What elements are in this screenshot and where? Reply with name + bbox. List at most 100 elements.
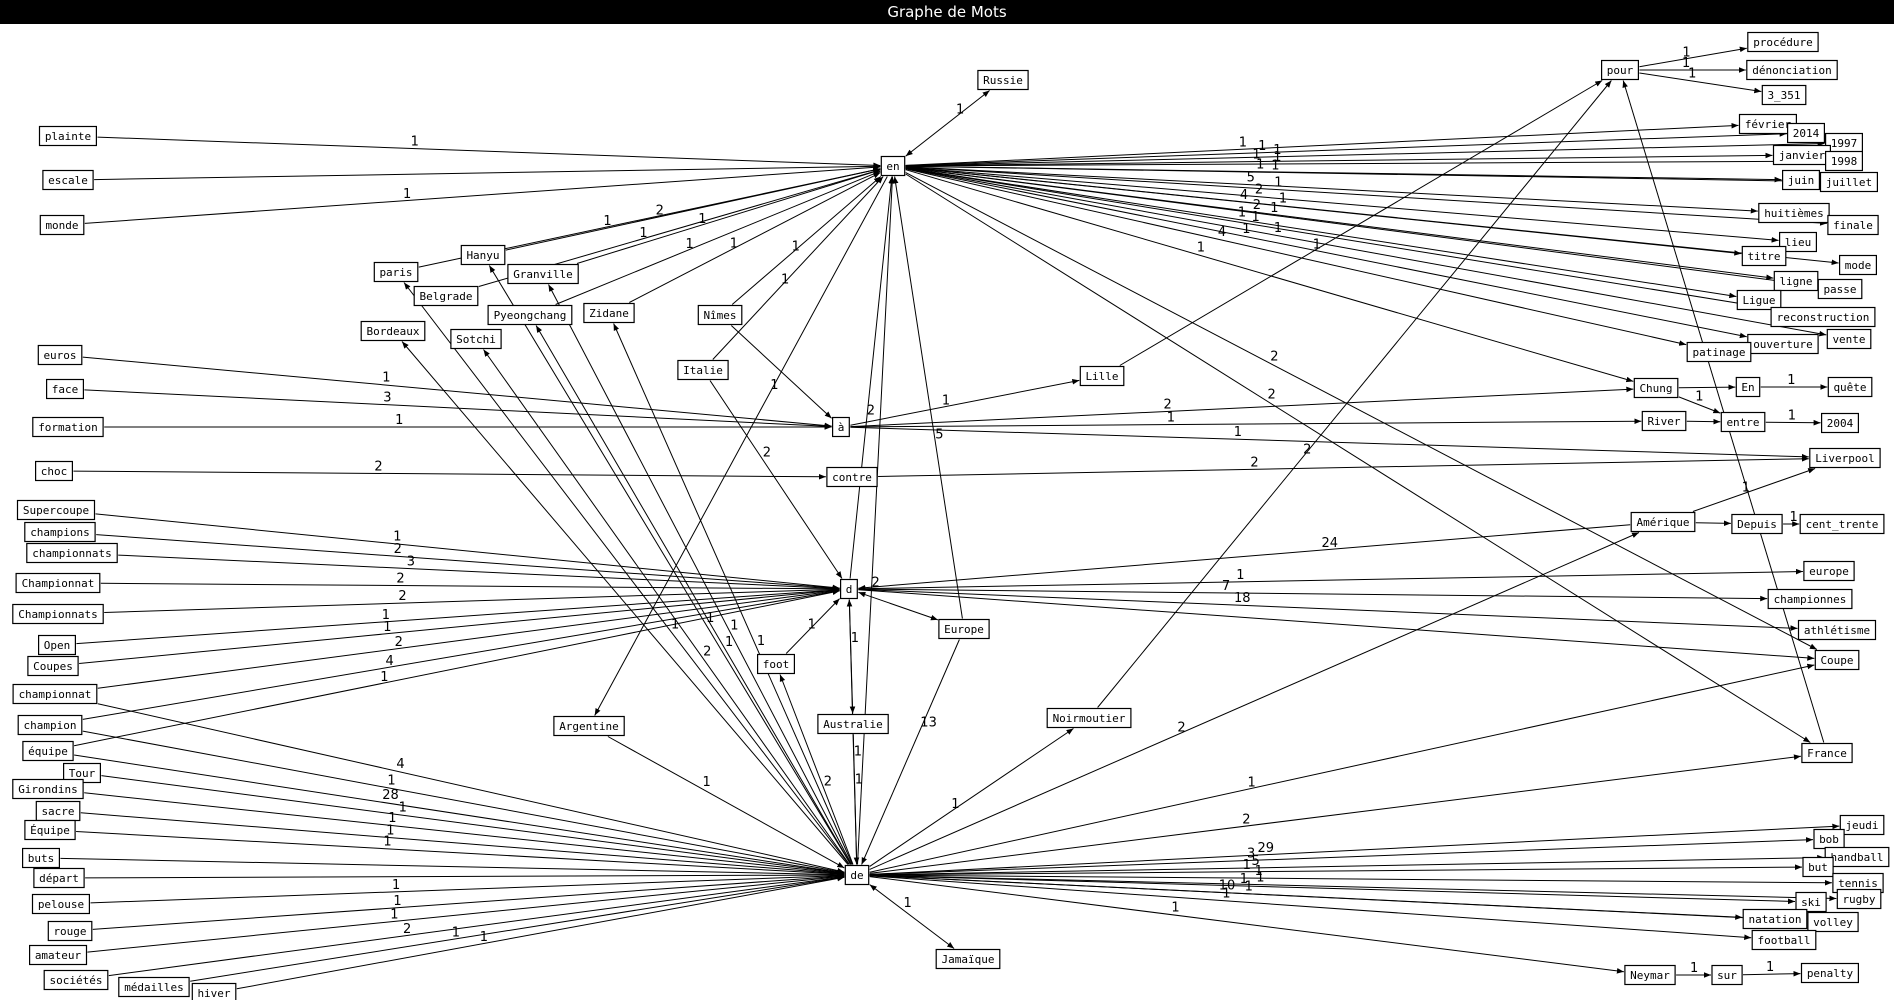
node-championnes[interactable]: championnes bbox=[1767, 588, 1853, 610]
node-Australie[interactable]: Australie bbox=[817, 713, 889, 735]
node-Neymar[interactable]: Neymar bbox=[1624, 964, 1676, 986]
node-Noirmoutier[interactable]: Noirmoutier bbox=[1046, 707, 1132, 729]
node-pelouse[interactable]: pelouse bbox=[31, 893, 91, 915]
node-d[interactable]: d bbox=[839, 578, 858, 600]
node-procedure[interactable]: procédure bbox=[1747, 31, 1819, 53]
node-Sotchi[interactable]: Sotchi bbox=[450, 328, 502, 350]
node-europe[interactable]: europe bbox=[1803, 560, 1855, 582]
node-fevrier[interactable]: février bbox=[1738, 113, 1798, 135]
node-Nimes[interactable]: Nîmes bbox=[697, 304, 743, 326]
node-Europe[interactable]: Europe bbox=[938, 618, 990, 640]
node-championnat[interactable]: championnat bbox=[12, 683, 98, 705]
node-jeudi[interactable]: jeudi bbox=[1839, 814, 1885, 836]
node-choc[interactable]: choc bbox=[34, 460, 73, 482]
node-equipe[interactable]: équipe bbox=[22, 740, 74, 762]
node-Hanyu[interactable]: Hanyu bbox=[460, 244, 506, 266]
node-formation[interactable]: formation bbox=[32, 416, 104, 438]
node-y1997[interactable]: 1997 bbox=[1824, 132, 1863, 154]
node-Zidane[interactable]: Zidane bbox=[583, 302, 635, 324]
node-Bordeaux[interactable]: Bordeaux bbox=[360, 320, 426, 342]
node-juillet[interactable]: juillet bbox=[1819, 171, 1879, 193]
node-athletisme[interactable]: athlétisme bbox=[1797, 619, 1877, 641]
node-y1998[interactable]: 1998 bbox=[1824, 150, 1863, 172]
node-Italie[interactable]: Italie bbox=[677, 359, 729, 381]
node-but[interactable]: but bbox=[1802, 856, 1834, 878]
node-Championnats[interactable]: Championnats bbox=[12, 603, 104, 625]
node-huitiemes[interactable]: huitièmes bbox=[1758, 202, 1830, 224]
node-lieu[interactable]: lieu bbox=[1778, 231, 1817, 253]
node-Tour[interactable]: Tour bbox=[62, 762, 101, 784]
node-Granville[interactable]: Granville bbox=[507, 263, 579, 285]
node-Chung[interactable]: Chung bbox=[1633, 377, 1679, 399]
node-de[interactable]: de bbox=[844, 864, 870, 886]
node-River[interactable]: River bbox=[1641, 410, 1687, 432]
node-Amerique[interactable]: Amérique bbox=[1630, 511, 1696, 533]
node-Argentine[interactable]: Argentine bbox=[553, 715, 625, 737]
node-ligne[interactable]: ligne bbox=[1773, 270, 1819, 292]
node-pour[interactable]: pour bbox=[1600, 59, 1639, 81]
node-Equipe[interactable]: Équipe bbox=[24, 819, 76, 841]
node-vente[interactable]: vente bbox=[1826, 328, 1872, 350]
node-ouverture[interactable]: ouverture bbox=[1747, 333, 1819, 355]
node-amateur[interactable]: amateur bbox=[29, 944, 88, 966]
node-Coupe[interactable]: Coupe bbox=[1814, 649, 1860, 671]
node-sur[interactable]: sur bbox=[1711, 964, 1743, 986]
node-euros[interactable]: euros bbox=[37, 344, 83, 366]
node-medailles[interactable]: médailles bbox=[118, 976, 190, 998]
node-sacre[interactable]: sacre bbox=[35, 800, 81, 822]
node-handball[interactable]: handball bbox=[1824, 846, 1890, 868]
node-champions[interactable]: champions bbox=[24, 521, 96, 543]
node-societes[interactable]: sociétés bbox=[43, 969, 109, 991]
node-monde[interactable]: monde bbox=[39, 214, 85, 236]
node-Ligue[interactable]: Ligue bbox=[1736, 289, 1782, 311]
node-patinage[interactable]: patinage bbox=[1686, 341, 1752, 363]
node-rugby[interactable]: rugby bbox=[1836, 888, 1882, 910]
node-penalty[interactable]: penalty bbox=[1800, 962, 1860, 984]
node-s351[interactable]: 3_351 bbox=[1761, 84, 1807, 106]
node-football[interactable]: football bbox=[1751, 929, 1817, 951]
node-y2014[interactable]: 2014 bbox=[1786, 122, 1825, 144]
node-passe[interactable]: passe bbox=[1817, 278, 1863, 300]
node-face[interactable]: face bbox=[45, 378, 84, 400]
node-championnats[interactable]: championnats bbox=[26, 542, 118, 564]
node-Coupes[interactable]: Coupes bbox=[27, 655, 79, 677]
node-titre[interactable]: titre bbox=[1741, 245, 1787, 267]
node-a[interactable]: à bbox=[831, 416, 850, 438]
node-escale[interactable]: escale bbox=[42, 169, 94, 191]
node-volley[interactable]: volley bbox=[1807, 911, 1859, 933]
node-Open[interactable]: Open bbox=[37, 634, 76, 656]
node-Lille[interactable]: Lille bbox=[1079, 365, 1125, 387]
node-janvier[interactable]: janvier bbox=[1772, 144, 1832, 166]
node-cent_trente[interactable]: cent_trente bbox=[1799, 513, 1885, 535]
node-juin[interactable]: juin bbox=[1781, 169, 1820, 191]
node-Girondins[interactable]: Girondins bbox=[12, 778, 84, 800]
node-natation[interactable]: natation bbox=[1742, 908, 1808, 930]
node-entre[interactable]: entre bbox=[1720, 411, 1766, 433]
node-depart[interactable]: départ bbox=[33, 867, 85, 889]
node-champion[interactable]: champion bbox=[17, 714, 83, 736]
node-Pyeongchang[interactable]: Pyeongchang bbox=[487, 304, 573, 326]
node-Russie[interactable]: Russie bbox=[977, 69, 1029, 91]
node-hiver[interactable]: hiver bbox=[191, 982, 237, 1000]
node-En[interactable]: En bbox=[1735, 376, 1761, 398]
node-Championnat[interactable]: Championnat bbox=[15, 572, 101, 594]
node-plainte[interactable]: plainte bbox=[38, 125, 98, 147]
node-rouge[interactable]: rouge bbox=[47, 920, 93, 942]
node-denonciation[interactable]: dénonciation bbox=[1746, 59, 1838, 81]
node-mode[interactable]: mode bbox=[1838, 254, 1877, 276]
node-quete[interactable]: quête bbox=[1827, 376, 1873, 398]
node-contre[interactable]: contre bbox=[826, 466, 878, 488]
node-foot[interactable]: foot bbox=[756, 653, 795, 675]
node-bob[interactable]: bob bbox=[1813, 828, 1845, 850]
node-finale[interactable]: finale bbox=[1827, 214, 1879, 236]
node-reconstruction[interactable]: reconstruction bbox=[1770, 306, 1876, 328]
node-buts[interactable]: buts bbox=[22, 847, 60, 869]
node-Supercoupe[interactable]: Supercoupe bbox=[16, 499, 96, 521]
node-ski[interactable]: ski bbox=[1795, 891, 1827, 913]
node-Depuis[interactable]: Depuis bbox=[1731, 513, 1783, 535]
node-en[interactable]: en bbox=[880, 155, 906, 177]
node-Jamaique[interactable]: Jamaïque bbox=[935, 948, 1001, 970]
node-Belgrade[interactable]: Belgrade bbox=[413, 285, 479, 307]
